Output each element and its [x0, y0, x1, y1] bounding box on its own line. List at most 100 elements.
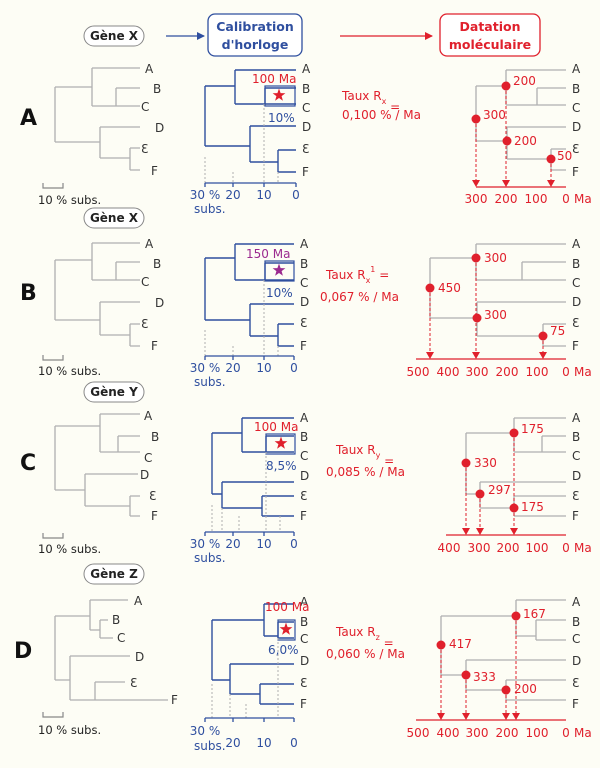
rate-name: Taux R: [341, 89, 382, 103]
time-tick: 0: [562, 365, 570, 379]
time-axis: 300 200 100 0 Ma: [465, 186, 592, 206]
clock-leaf-f: F: [300, 697, 307, 711]
dated-leaf-d: D: [572, 120, 581, 134]
clock-leaf-a: A: [300, 411, 309, 425]
leaf-a: A: [145, 62, 154, 76]
dated-leaf-c: C: [572, 632, 580, 646]
gene-label-box: [83, 207, 145, 229]
time-tick: 0: [562, 726, 570, 740]
leaf-d: D: [155, 121, 164, 135]
dated-leaf-e: Ɛ: [572, 316, 579, 330]
leaf-f: F: [151, 164, 158, 178]
rate-value: 0,085 % / Ma: [326, 465, 405, 479]
clock-leaf-labels: A B C D Ɛ F: [300, 595, 309, 711]
time-tick: 200: [495, 192, 518, 206]
calibration-date: 100 Ma: [252, 72, 296, 86]
dated-leaf-d: D: [572, 654, 581, 668]
clock-tick: 30 %: [190, 724, 221, 738]
clock-leaf-d: D: [300, 654, 309, 668]
calibration-header-box: [207, 13, 303, 57]
panel-letter: A: [20, 106, 37, 131]
clock-tick: 30 %: [190, 537, 221, 551]
gene-tree: [54, 67, 140, 171]
gene-tree: [54, 413, 140, 517]
time-tick: 0: [562, 192, 570, 206]
header: Calibration d'horloge Datation moléculai…: [166, 13, 541, 57]
leaf-labels: A B C D Ɛ F: [141, 62, 164, 178]
dated-leaf-a: A: [572, 595, 581, 609]
gene-label: Gène X: [90, 29, 139, 43]
clock-leaf-b: B: [300, 615, 308, 629]
panel-letter: C: [20, 451, 36, 476]
clock-tree: [211, 417, 296, 517]
node-date: 200: [514, 682, 537, 696]
clock-tick: 10: [256, 537, 271, 551]
clock-leaf-d: D: [300, 295, 309, 309]
dated-leaf-b: B: [572, 430, 580, 444]
scale-bar-label: 10 % subs.: [38, 723, 101, 737]
dated-leaf-c: C: [572, 101, 580, 115]
leaf-f: F: [151, 339, 158, 353]
rate-label: Taux Ry = 0,085 % / Ma: [326, 443, 405, 479]
clock-tick: 0: [292, 188, 300, 202]
dated-leaf-labels: A B C D Ɛ F: [572, 62, 581, 179]
time-tick: 100: [526, 541, 549, 555]
rate-superscript: 1: [370, 265, 375, 274]
clock-leaf-a: A: [300, 595, 309, 609]
gene-label-box: [83, 25, 145, 47]
datation-header-box: [439, 13, 541, 57]
leaf-a: A: [144, 409, 153, 423]
clock-tick: 20: [225, 537, 240, 551]
dated-leaf-d: D: [572, 295, 581, 309]
clock-axis: 30 % 20 10 0 subs.: [190, 104, 300, 216]
node-date: 300: [484, 308, 507, 322]
time-tick: 500: [407, 365, 430, 379]
time-tick: 300: [465, 192, 488, 206]
clock-leaf-c: C: [300, 632, 308, 646]
leaf-e: Ɛ: [141, 317, 148, 331]
time-tick: 100: [525, 192, 548, 206]
rate-subscript: x: [366, 276, 371, 285]
clock-tick: 20: [225, 736, 240, 750]
dated-leaf-e: Ɛ: [572, 142, 579, 156]
time-tick: 200: [497, 541, 520, 555]
leaf-c: C: [144, 451, 152, 465]
calibration-star-icon: [274, 436, 288, 449]
dated-leaf-b: B: [572, 615, 580, 629]
clock-tick: 10: [256, 361, 271, 375]
clock-subs-label: subs.: [194, 739, 226, 753]
clock-tick: 20: [225, 188, 240, 202]
time-tick: 0: [562, 541, 570, 555]
dated-leaf-e: Ɛ: [572, 489, 579, 503]
leaf-a: A: [134, 594, 143, 608]
calibration-star-icon: [279, 622, 293, 635]
svg-text:Taux Rx =: Taux Rx =: [341, 89, 400, 114]
clock-tick: 10: [256, 188, 271, 202]
clock-tick: 20: [225, 361, 240, 375]
time-tick: 300: [466, 726, 489, 740]
calibration-date: 150 Ma: [246, 247, 290, 261]
dated-leaf-f: F: [572, 509, 579, 523]
clock-tick: 0: [290, 537, 298, 551]
clock-leaf-c: C: [300, 449, 308, 463]
time-tick: 200: [496, 726, 519, 740]
dated-leaf-a: A: [572, 237, 581, 251]
time-unit: Ma: [574, 365, 592, 379]
dated-leaf-b: B: [572, 257, 580, 271]
panel-letter: D: [14, 639, 32, 664]
gene-label: Gène Z: [90, 567, 138, 581]
scale-bar: 10 % subs.: [38, 712, 101, 737]
time-unit: Ma: [574, 726, 592, 740]
leaf-b: B: [112, 613, 120, 627]
rate-value: 0,100 % / Ma: [342, 108, 421, 122]
leaf-c: C: [141, 100, 149, 114]
dated-leaf-f: F: [572, 697, 579, 711]
datation-header-line2: moléculaire: [449, 37, 531, 52]
clock-leaf-e: Ɛ: [300, 676, 307, 690]
clock-leaf-a: A: [300, 237, 309, 251]
clock-axis: 30 % 20 10 0 subs.: [190, 280, 298, 389]
dated-leaf-labels: A B C D Ɛ F: [572, 595, 581, 711]
panel-letter: B: [20, 281, 37, 306]
panel-d: Gène Z D A B C D Ɛ F 10 % subs. A B C D …: [14, 563, 592, 753]
